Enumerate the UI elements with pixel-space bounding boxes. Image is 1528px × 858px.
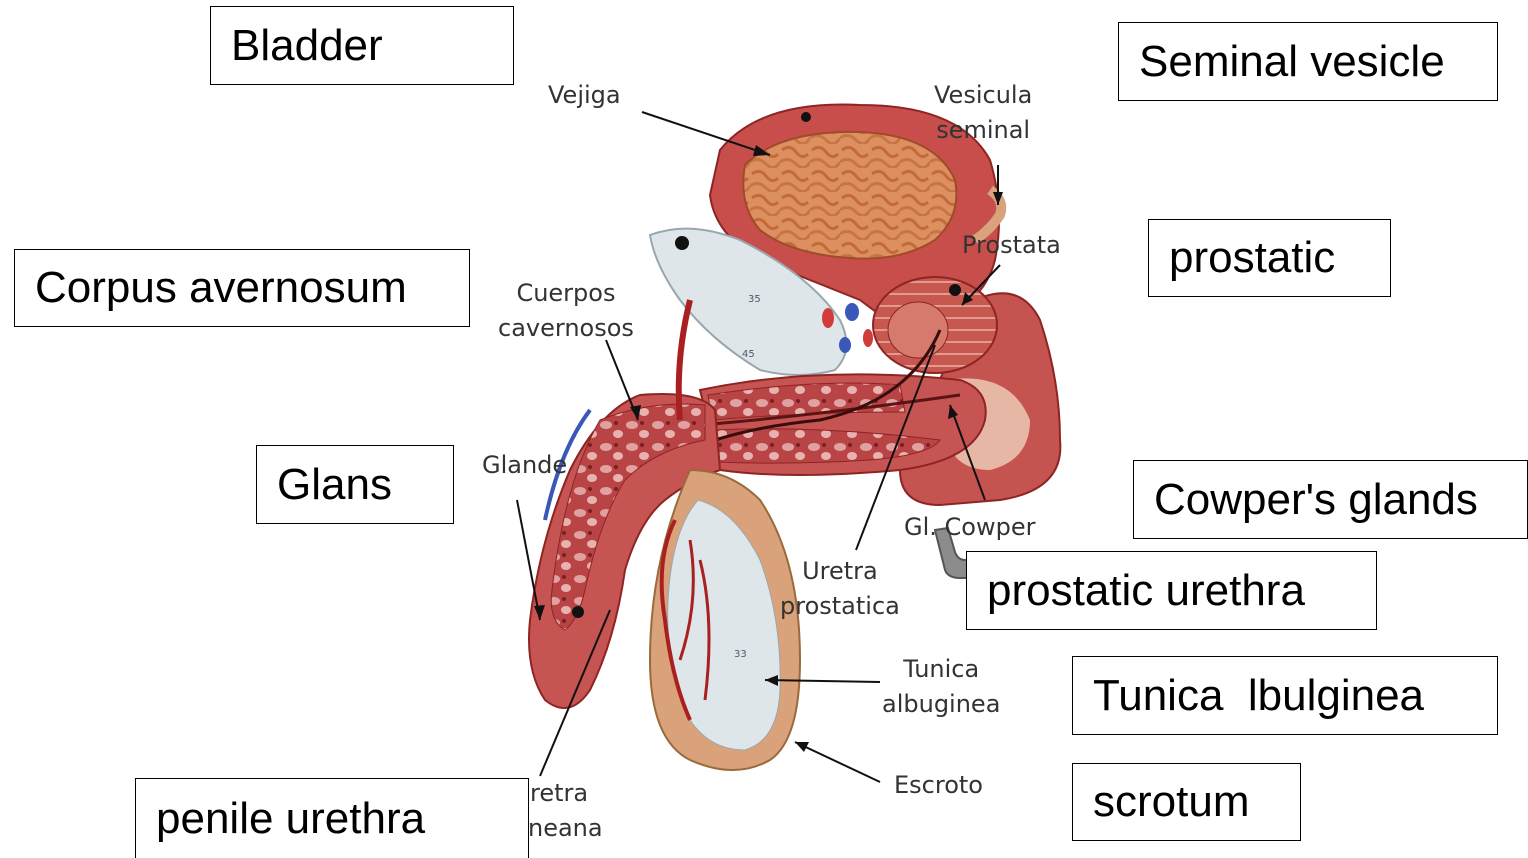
label-tunica-albuginea: Tunica albuginea <box>882 652 1000 722</box>
bladder-dot <box>801 112 811 122</box>
box-tunica-albuginea: Tunica lbulginea <box>1072 656 1498 735</box>
pointer-glande <box>517 500 540 620</box>
label-uretra-prost-line2: prostatica <box>780 589 900 624</box>
label-escroto-text: Escroto <box>894 768 983 803</box>
box-scrotum: scrotum <box>1072 763 1301 841</box>
label-cowper-text: Gl. Cowper <box>904 510 1035 545</box>
label-vesicula-line1: Vesicula <box>934 78 1032 113</box>
label-cuerpos-line2: cavernosos <box>498 311 634 346</box>
label-uretra-prostatica: Uretra prostatica <box>780 554 900 624</box>
label-tunica-line2: albuginea <box>882 687 1000 722</box>
label-tunica-line1: Tunica <box>882 652 1000 687</box>
box-bladder: Bladder <box>210 6 514 85</box>
box-seminal-vesicle-text: Seminal vesicle <box>1139 40 1445 84</box>
label-escroto: Escroto <box>894 768 983 803</box>
model-number-35: 35 <box>748 294 761 305</box>
box-bladder-text: Bladder <box>231 24 383 68</box>
box-tunica-text: Tunica lbulginea <box>1093 674 1424 718</box>
box-corpus-cavernosum: Corpus avernosum <box>14 249 470 327</box>
scrotum-shape: 33 <box>650 470 800 770</box>
box-cowpers-text: Cowper's glands <box>1154 478 1478 522</box>
box-cowpers-glands: Cowper's glands <box>1133 460 1528 539</box>
prostate <box>873 277 997 373</box>
box-penile-urethra: penile urethra <box>135 778 529 858</box>
box-prostatic: prostatic <box>1148 219 1391 297</box>
box-penile-urethra-text: penile urethra <box>156 797 425 841</box>
box-glans-text: Glans <box>277 463 392 507</box>
box-corpus-text: Corpus avernosum <box>35 266 407 310</box>
label-prostata-text: Prostata <box>962 228 1061 263</box>
model-number-45: 45 <box>742 349 755 360</box>
box-prostatic-urethra-text: prostatic urethra <box>987 569 1305 613</box>
label-uretra-prost-line1: Uretra <box>780 554 900 589</box>
box-seminal-vesicle: Seminal vesicle <box>1118 22 1498 101</box>
pointer-escroto <box>795 742 880 782</box>
model-number-33: 33 <box>734 649 747 660</box>
label-glande: Glande <box>482 448 567 483</box>
box-glans: Glans <box>256 445 454 524</box>
label-vejiga-text: Vejiga <box>548 78 621 113</box>
label-cuerpos-line1: Cuerpos <box>498 276 634 311</box>
box-scrotum-text: scrotum <box>1093 780 1249 824</box>
label-glande-text: Glande <box>482 448 567 483</box>
box-prostatic-text: prostatic <box>1169 236 1335 280</box>
box-prostatic-urethra: prostatic urethra <box>966 551 1377 630</box>
label-prostata: Prostata <box>962 228 1061 263</box>
label-cuerpos-cavernosos: Cuerpos cavernosos <box>498 276 634 346</box>
label-vesicula-line2: seminal <box>934 113 1032 148</box>
label-vesicula-seminal: Vesicula seminal <box>934 78 1032 148</box>
label-vejiga: Vejiga <box>548 78 621 113</box>
label-gl-cowper: Gl. Cowper <box>904 510 1035 545</box>
penis-shaft <box>700 374 986 475</box>
